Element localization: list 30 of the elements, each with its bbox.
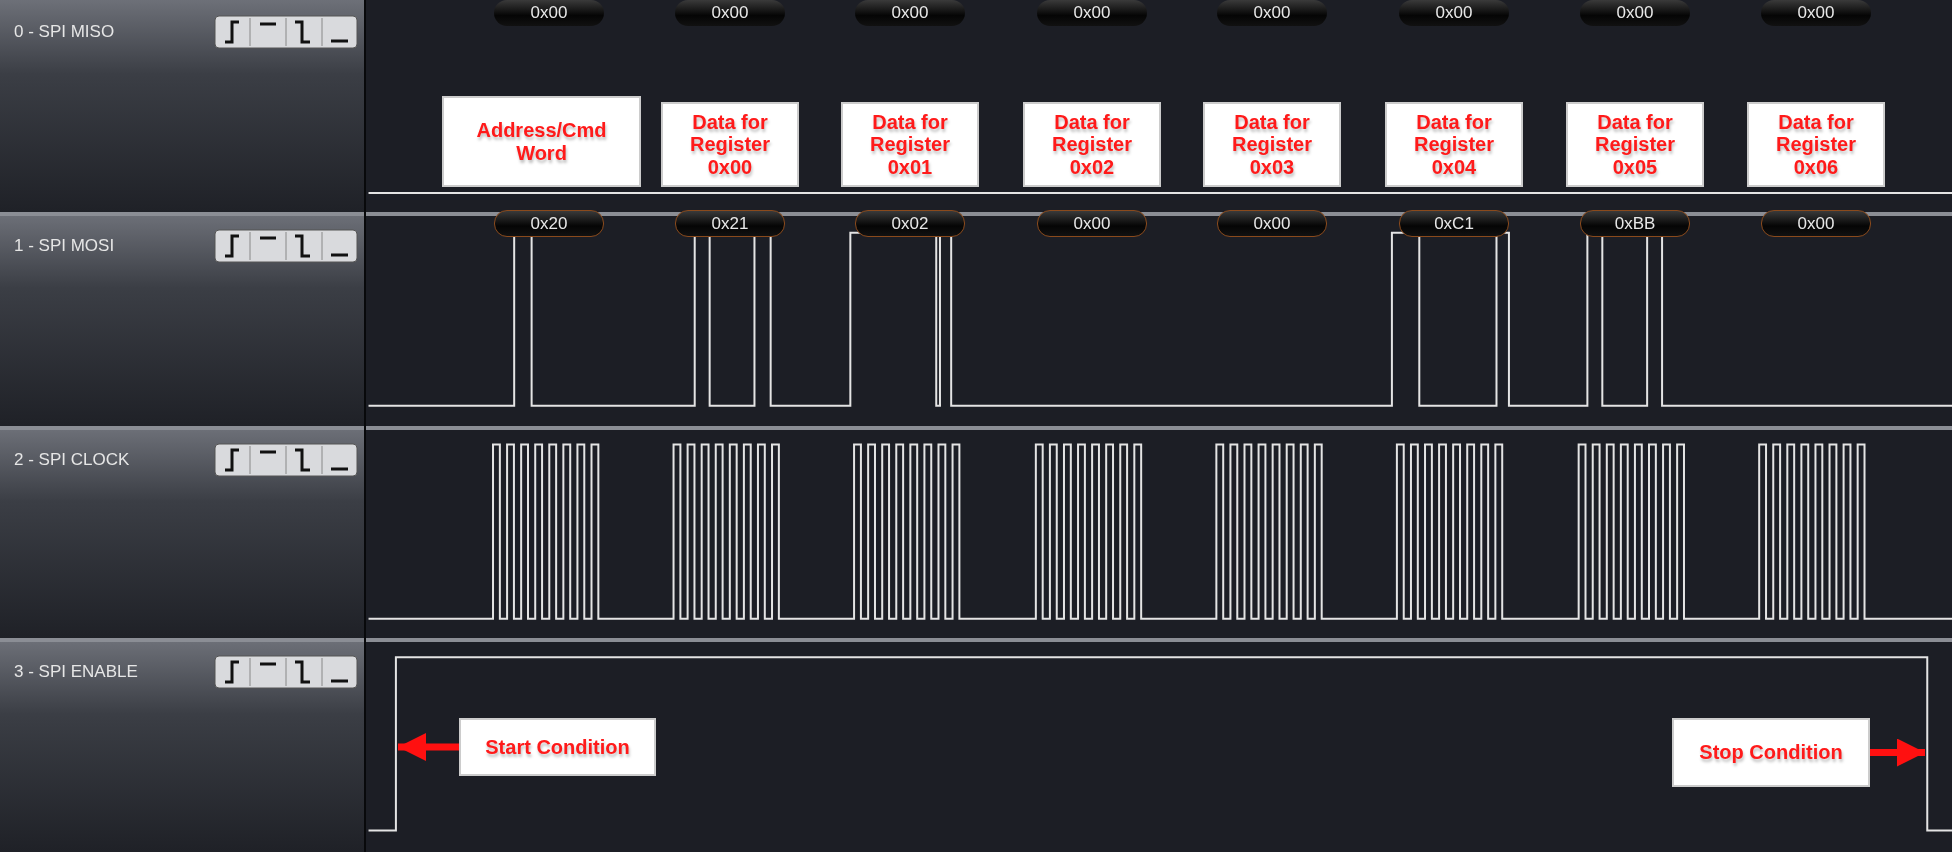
- annotation-callout: Data for Register 0x01: [841, 102, 979, 187]
- channel-name: 3 - SPI ENABLE: [14, 662, 138, 682]
- annotation-callout: Data for Register 0x00: [661, 102, 799, 187]
- channel-name: 2 - SPI CLOCK: [14, 450, 130, 470]
- decoded-byte-label: 0x00: [1217, 210, 1327, 237]
- decoded-byte-label: 0x00: [1037, 0, 1147, 26]
- annotation-callout: Data for Register 0x06: [1747, 102, 1885, 187]
- channel-name: 0 - SPI MISO: [14, 22, 115, 42]
- decoded-byte-label: 0x00: [1037, 210, 1147, 237]
- decoded-byte-label: 0xC1: [1399, 210, 1509, 237]
- decoded-byte-label: 0x02: [855, 210, 965, 237]
- annotation-callout: Stop Condition: [1672, 718, 1870, 787]
- annotation-callout: Data for Register 0x04: [1385, 102, 1523, 187]
- decoded-byte-label: 0x00: [1217, 0, 1327, 26]
- annotation-callout: Data for Register 0x03: [1203, 102, 1341, 187]
- decoded-byte-label: 0x00: [1761, 0, 1871, 26]
- annotation-callout: Address/Cmd Word: [442, 96, 641, 187]
- decoded-byte-label: 0x00: [1580, 0, 1690, 26]
- decoded-byte-label: 0x00: [494, 0, 604, 26]
- annotation-callout: Data for Register 0x02: [1023, 102, 1161, 187]
- channel-name: 1 - SPI MOSI: [14, 236, 115, 256]
- decoded-byte-label: 0xBB: [1580, 210, 1690, 237]
- decoded-byte-label: 0x00: [1761, 210, 1871, 237]
- decoded-byte-label: 0x00: [1399, 0, 1509, 26]
- decoded-byte-label: 0x00: [675, 0, 785, 26]
- decoded-byte-label: 0x20: [494, 210, 604, 237]
- annotation-callout: Start Condition: [459, 718, 656, 776]
- annotation-callout: Data for Register 0x05: [1566, 102, 1704, 187]
- decoded-byte-label: 0x21: [675, 210, 785, 237]
- decoded-byte-label: 0x00: [855, 0, 965, 26]
